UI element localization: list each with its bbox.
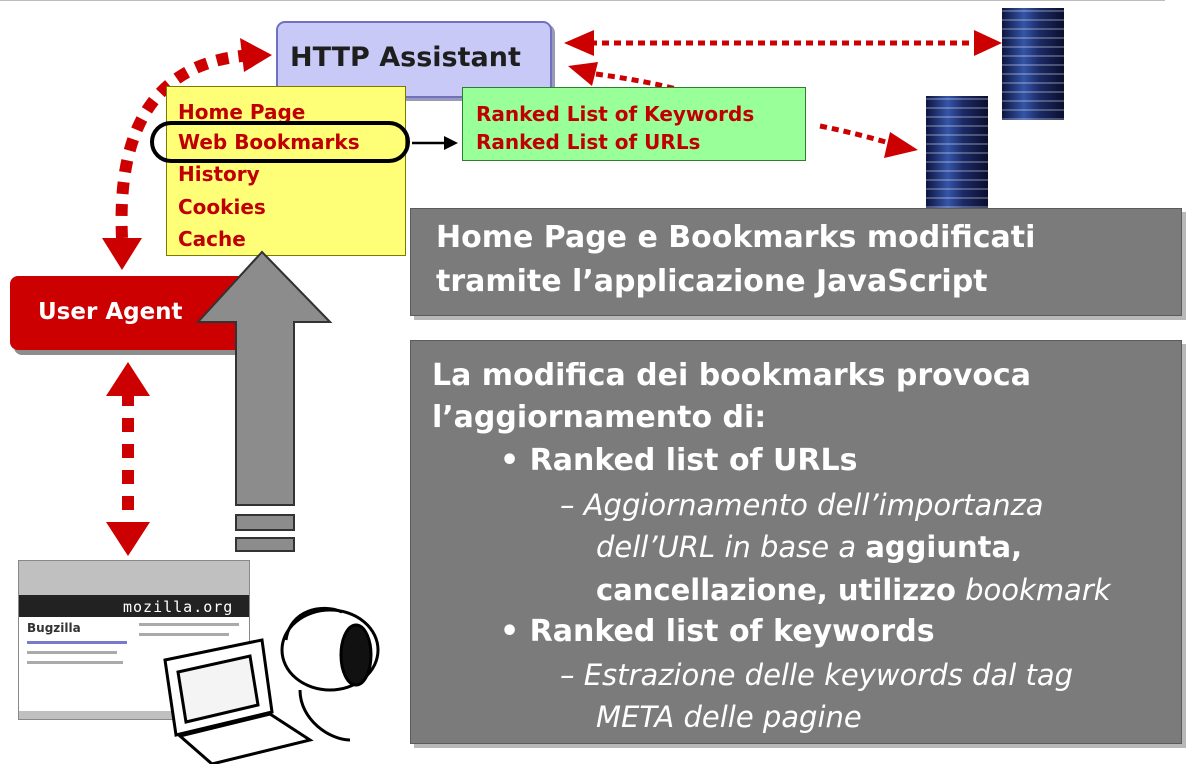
browser-toolbar bbox=[19, 561, 249, 595]
server2-arrowhead bbox=[884, 132, 918, 158]
note2-sub1-line3-bold: cancellazione, utilizzo bbox=[596, 573, 956, 607]
note2-sub1-line2-italic: dell’URL in base a bbox=[596, 530, 857, 564]
browser-data-box bbox=[166, 86, 406, 256]
note1-line1: Home Page e Bookmarks modificati bbox=[436, 220, 1036, 255]
http-arrowhead-2 bbox=[568, 62, 598, 86]
browser-text-line bbox=[27, 651, 117, 654]
bookmarks-to-ranked-arrowhead bbox=[444, 136, 458, 150]
http-left-arrowhead bbox=[564, 30, 594, 56]
browser-data-item-home-page: Home Page bbox=[178, 100, 306, 124]
note2-bullet-keywords: • Ranked list of keywords bbox=[500, 614, 935, 649]
note-homepage-bookmarks bbox=[410, 208, 1182, 316]
browser-data-item-history: History bbox=[178, 162, 260, 186]
note2-line2: l’aggiornamento di: bbox=[432, 400, 767, 435]
browser-data-item-cache: Cache bbox=[178, 227, 246, 251]
browser-logo-band bbox=[19, 595, 249, 617]
browser-status-bar bbox=[19, 711, 249, 719]
note2-bullet-urls: • Ranked list of URLs bbox=[500, 443, 858, 478]
http-assistant-box bbox=[276, 21, 552, 98]
browser-text-line bbox=[27, 661, 123, 664]
browser-data-item-cookies: Cookies bbox=[178, 195, 266, 219]
ranked-list-urls: Ranked List of URLs bbox=[476, 130, 701, 154]
note2-sub1-line3-italic: bookmark bbox=[965, 573, 1111, 607]
bookmarks-highlight-oval bbox=[150, 121, 410, 163]
note2-sub1-line2-bold: aggiunta, bbox=[865, 530, 1023, 564]
note-bookmark-update bbox=[410, 340, 1182, 744]
note2-sub1-line3: cancellazione, utilizzo bookmark bbox=[596, 573, 1111, 607]
browser-screenshot: mozilla.org Bugzilla bbox=[18, 560, 250, 720]
mozilla-logo-text: mozilla.org bbox=[123, 598, 234, 616]
note1-line2: tramite l’applicazione JavaScript bbox=[436, 264, 988, 299]
server-icon-1 bbox=[1002, 8, 1064, 120]
browser-text-line bbox=[27, 641, 127, 644]
server-icon-2 bbox=[926, 96, 988, 208]
top-rule bbox=[0, 0, 1165, 1]
note2-sub1-line1: – Aggiornamento dell’importanza bbox=[560, 488, 1044, 522]
ua-up-arrowhead bbox=[106, 362, 150, 396]
bugzilla-heading: Bugzilla bbox=[27, 621, 81, 635]
note2-sub2-line2: META delle pagine bbox=[596, 700, 862, 734]
browser-data-item-web-bookmarks: Web Bookmarks bbox=[178, 130, 360, 154]
arrow-tail-bar-2 bbox=[235, 537, 295, 552]
arrow-tail-bar-1 bbox=[235, 514, 295, 531]
browser-down-arrowhead bbox=[106, 522, 150, 556]
ua-arrowhead-down bbox=[102, 238, 142, 270]
browser-text-line bbox=[139, 633, 229, 636]
note2-sub2-line1: – Estrazione delle keywords dal tag bbox=[560, 658, 1074, 692]
http-assistant-title: HTTP Assistant bbox=[290, 42, 521, 73]
ranked-list-keywords: Ranked List of Keywords bbox=[476, 102, 755, 126]
ua-to-http-arrowhead bbox=[240, 38, 272, 72]
note2-sub1-line2: dell’URL in base a aggiunta, bbox=[596, 530, 1022, 564]
ranked-lists-box bbox=[462, 87, 806, 161]
note2-line1: La modifica dei bookmarks provoca bbox=[432, 358, 1031, 393]
user-agent-label: User Agent bbox=[38, 299, 183, 325]
server1-right-arrowhead bbox=[974, 30, 1002, 56]
browser-text-line bbox=[139, 623, 239, 626]
